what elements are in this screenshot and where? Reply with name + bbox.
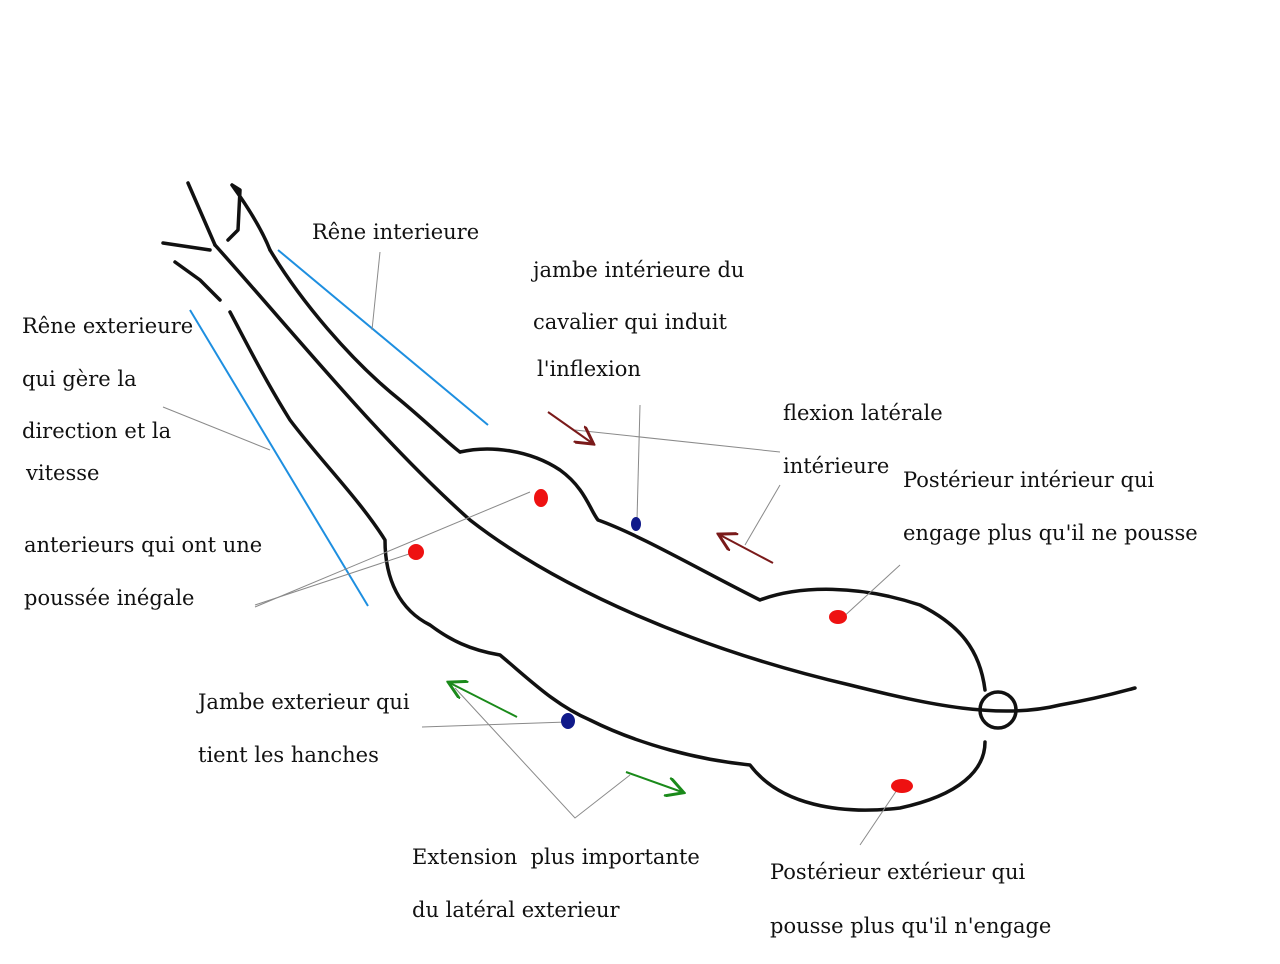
label-anterieurs-2: poussée inégale [24, 586, 195, 610]
label-jambe-interieure-1: jambe intérieure du [533, 258, 745, 282]
inner-leg-dot [631, 517, 641, 531]
label-jambe-interieure-2: cavalier qui induit [533, 310, 727, 334]
head-outline [161, 181, 272, 302]
back-outline [458, 447, 987, 692]
inner-rein-line [277, 249, 489, 426]
outer-leg-dot [561, 713, 575, 729]
label-posterieur-interieur-1: Postérieur intérieur qui [903, 468, 1155, 492]
extension-arrow-2 [625, 771, 682, 792]
flexion-arrow-2 [720, 535, 774, 564]
leader-lines [162, 251, 901, 846]
label-posterieur-interieur-2: engage plus qu'il ne pousse [903, 521, 1198, 545]
rider-leg-dots [561, 517, 641, 729]
label-rene-exterieure-4: vitesse [26, 461, 100, 485]
label-anterieurs-1: anterieurs qui ont une [24, 533, 263, 557]
label-jambe-exterieure-1: Jambe exterieur qui [198, 690, 410, 714]
label-rene-interieure: Rêne interieure [312, 220, 480, 244]
extension-arrow-1 [450, 683, 518, 718]
front-outer-dot [408, 544, 424, 560]
label-rene-exterieure-2: qui gère la [22, 367, 137, 391]
hind-inner-dot [829, 610, 847, 624]
spine-line [213, 243, 1137, 713]
label-flexion-1: flexion latérale [783, 401, 943, 425]
label-posterieur-exterieur-2: pousse plus qu'il n'engage [770, 914, 1052, 938]
label-rene-exterieure-1: Rêne exterieure [22, 314, 194, 338]
belly-outline [228, 310, 987, 812]
label-jambe-exterieure-2: tient les hanches [198, 743, 379, 767]
front-inner-dot [534, 489, 548, 507]
label-posterieur-exterieur-1: Postérieur extérieur qui [770, 860, 1026, 884]
hind-outer-dot [891, 779, 913, 793]
label-flexion-2: intérieure [783, 454, 890, 478]
neck-top-outline [268, 248, 462, 454]
label-extension-1: Extension plus importante [412, 845, 700, 869]
horse-outline [161, 181, 1137, 812]
label-rene-exterieure-3: direction et la [22, 419, 172, 443]
label-jambe-interieure-3: l'inflexion [537, 357, 641, 381]
reins [189, 249, 489, 607]
flexion-arrow-1 [547, 411, 592, 443]
outer-rein-line [189, 309, 369, 607]
label-extension-2: du latéral exterieur [412, 898, 620, 922]
hoof-dots [408, 489, 913, 793]
